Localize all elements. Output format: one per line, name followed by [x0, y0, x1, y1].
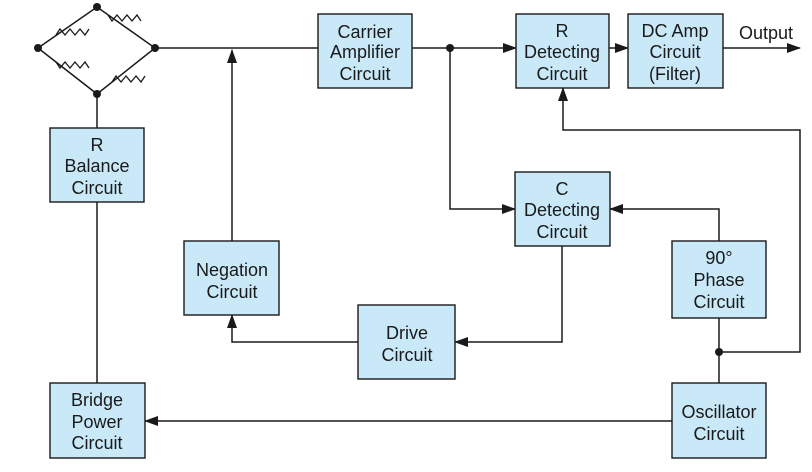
svg-text:Circuit: Circuit	[649, 42, 700, 62]
svg-text:Circuit: Circuit	[693, 424, 744, 444]
svg-text:Detecting: Detecting	[524, 200, 600, 220]
r-balance-block: R Balance Circuit	[49, 127, 145, 203]
svg-text:Detecting: Detecting	[524, 42, 600, 62]
svg-text:(Filter): (Filter)	[649, 64, 701, 84]
svg-text:C: C	[556, 179, 569, 199]
svg-text:Oscillator: Oscillator	[681, 402, 756, 422]
svg-text:R: R	[556, 21, 569, 41]
svg-text:Circuit: Circuit	[693, 292, 744, 312]
connections	[96, 43, 801, 426]
output-label: Output	[739, 23, 793, 43]
svg-text:Balance: Balance	[64, 156, 129, 176]
svg-text:Circuit: Circuit	[339, 64, 390, 84]
svg-text:90°: 90°	[705, 248, 732, 268]
bridge-network	[34, 3, 159, 98]
svg-text:Phase: Phase	[693, 270, 744, 290]
c-detecting-block: C Detecting Circuit	[514, 171, 611, 247]
svg-text:Amplifier: Amplifier	[330, 42, 400, 62]
svg-text:Power: Power	[71, 412, 122, 432]
svg-text:Circuit: Circuit	[206, 282, 257, 302]
svg-text:Circuit: Circuit	[536, 222, 587, 242]
drive-block: Drive Circuit	[357, 304, 456, 380]
carrier-amplifier-block: Carrier Amplifier Circuit	[317, 13, 413, 89]
svg-text:Circuit: Circuit	[381, 345, 432, 365]
svg-text:Carrier: Carrier	[337, 22, 392, 42]
dc-amp-block: DC Amp Circuit (Filter)	[627, 13, 724, 89]
svg-text:R: R	[91, 135, 104, 155]
svg-text:Bridge: Bridge	[71, 390, 123, 410]
r-detecting-block: R Detecting Circuit	[515, 13, 610, 89]
svg-text:Negation: Negation	[196, 260, 268, 280]
oscillator-block: Oscillator Circuit	[671, 382, 767, 459]
svg-text:Drive: Drive	[386, 323, 428, 343]
negation-block: Negation Circuit	[183, 240, 280, 316]
svg-text:DC Amp: DC Amp	[641, 21, 708, 41]
svg-text:Circuit: Circuit	[71, 433, 122, 453]
svg-text:Circuit: Circuit	[71, 178, 122, 198]
bridge-power-block: Bridge Power Circuit	[49, 382, 146, 459]
svg-text:Circuit: Circuit	[536, 64, 587, 84]
phase-90-block: 90° Phase Circuit	[671, 240, 767, 319]
